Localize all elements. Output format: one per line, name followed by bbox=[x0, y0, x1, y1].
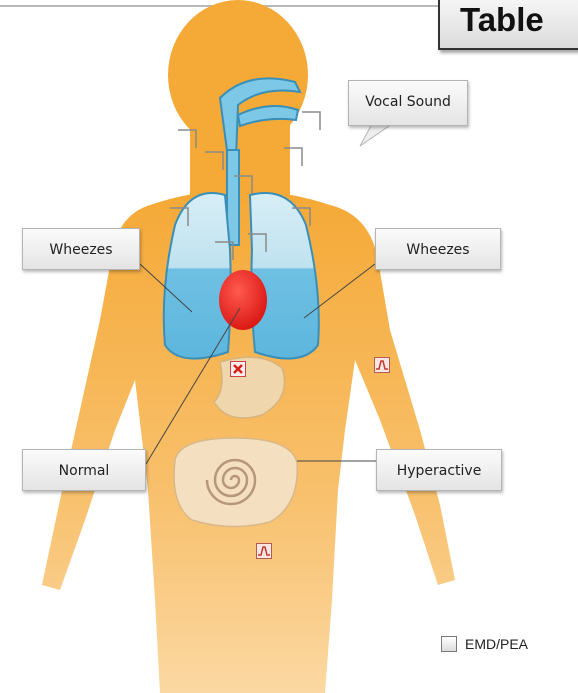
heart-sound-label[interactable]: Normal bbox=[22, 449, 146, 491]
emd-pea-checkbox[interactable] bbox=[441, 636, 457, 652]
pulse-icon[interactable] bbox=[374, 357, 390, 373]
right-lung-sound-label[interactable]: Wheezes bbox=[375, 228, 501, 270]
table-tab[interactable]: Table bbox=[438, 0, 578, 50]
error-x-icon[interactable] bbox=[230, 361, 246, 377]
x-mark-icon bbox=[231, 362, 245, 376]
pulse-icon[interactable] bbox=[256, 543, 272, 559]
emd-pea-option[interactable]: EMD/PEA bbox=[441, 632, 528, 656]
intestines[interactable] bbox=[174, 438, 297, 527]
pulse-waveform-icon bbox=[375, 358, 389, 372]
left-lung-sound-label[interactable]: Wheezes bbox=[22, 228, 140, 270]
pulse-waveform-icon bbox=[257, 544, 271, 558]
heart[interactable] bbox=[219, 270, 267, 330]
bowel-sound-label[interactable]: Hyperactive bbox=[376, 449, 502, 491]
emd-pea-label: EMD/PEA bbox=[465, 636, 528, 652]
bubble-tail bbox=[360, 124, 392, 146]
vocal-sound-bubble[interactable]: Vocal Sound bbox=[348, 80, 468, 126]
